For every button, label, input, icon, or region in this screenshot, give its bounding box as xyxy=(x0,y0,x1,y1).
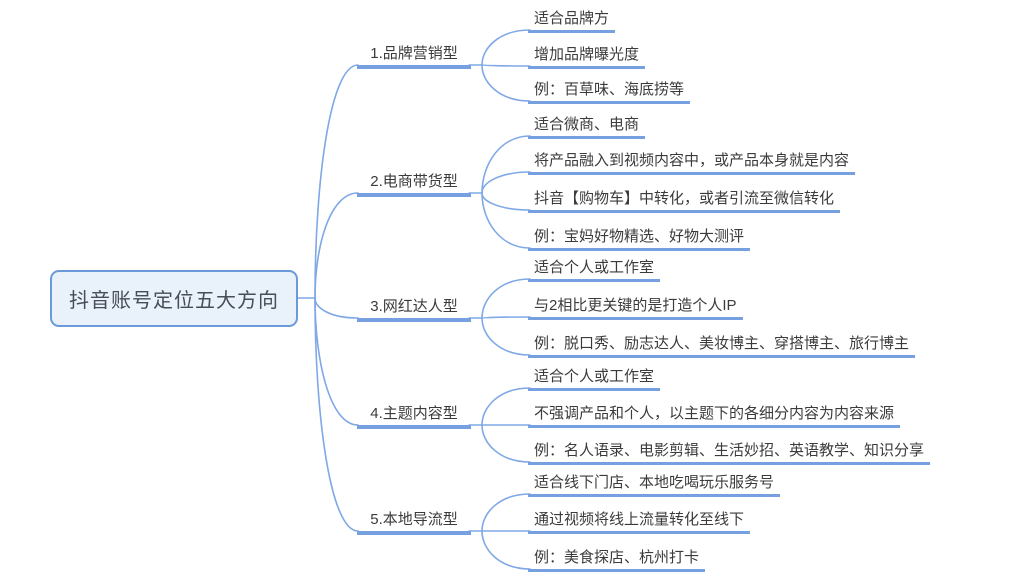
subtopic[interactable]: 抖音【购物车】中转化，或者引流至微信转化 xyxy=(528,190,841,213)
connector-curve xyxy=(481,493,531,532)
connector-curve xyxy=(481,135,531,194)
subtopic[interactable]: 例：脱口秀、励志达人、美妆博主、穿搭博主、旅行博主 xyxy=(528,335,916,358)
subtopic[interactable]: 将产品融入到视频内容中，或产品本身就是内容 xyxy=(528,152,856,175)
subtopic[interactable]: 适合微商、电商 xyxy=(528,116,646,139)
connector-curve xyxy=(314,192,359,299)
subtopic[interactable]: 与2相比更关键的是打造个人IP xyxy=(528,297,743,320)
connector-curve xyxy=(481,171,531,194)
branch-topic-5[interactable]: 5.本地导流型 xyxy=(357,511,471,535)
branch-topic-4[interactable]: 4.主题内容型 xyxy=(357,405,471,429)
subtopic[interactable]: 通过视频将线上流量转化至线下 xyxy=(528,511,751,534)
branch-topic-1[interactable]: 1.品牌营销型 xyxy=(357,45,471,69)
connector-curve xyxy=(481,192,531,249)
connector-curve xyxy=(481,317,531,356)
connector-curve xyxy=(481,192,531,211)
subtopic[interactable]: 适合品牌方 xyxy=(528,10,616,33)
subtopic[interactable]: 例：百草味、海底捞等 xyxy=(528,81,691,104)
connector-curve xyxy=(314,297,359,426)
connector-curve xyxy=(481,316,531,319)
connector-curve xyxy=(314,297,359,532)
connector-curve xyxy=(481,64,531,102)
connector-curve xyxy=(481,278,531,319)
connector-curve xyxy=(314,64,359,299)
branch-topic-3[interactable]: 3.网红达人型 xyxy=(357,298,471,322)
central-topic[interactable]: 抖音账号定位五大方向 xyxy=(50,270,298,327)
connector-curve xyxy=(481,530,531,570)
connector-curve xyxy=(481,424,531,463)
subtopic[interactable]: 适合个人或工作室 xyxy=(528,368,661,391)
subtopic[interactable]: 适合个人或工作室 xyxy=(528,259,661,282)
connector-curve xyxy=(481,64,531,67)
subtopic[interactable]: 例：宝妈好物精选、好物大测评 xyxy=(528,228,751,251)
subtopic[interactable]: 例：美食探店、杭州打卡 xyxy=(528,549,706,572)
connector-curve xyxy=(481,387,531,426)
connector-curve xyxy=(481,29,531,66)
connector-curve xyxy=(314,297,359,319)
subtopic[interactable]: 适合线下门店、本地吃喝玩乐服务号 xyxy=(528,474,781,497)
subtopic[interactable]: 增加品牌曝光度 xyxy=(528,46,646,69)
subtopic[interactable]: 不强调产品和个人，以主题下的各细分内容为内容来源 xyxy=(528,405,901,428)
branch-topic-2[interactable]: 2.电商带货型 xyxy=(357,173,471,197)
subtopic[interactable]: 例：名人语录、电影剪辑、生活妙招、英语教学、知识分享 xyxy=(528,442,931,465)
